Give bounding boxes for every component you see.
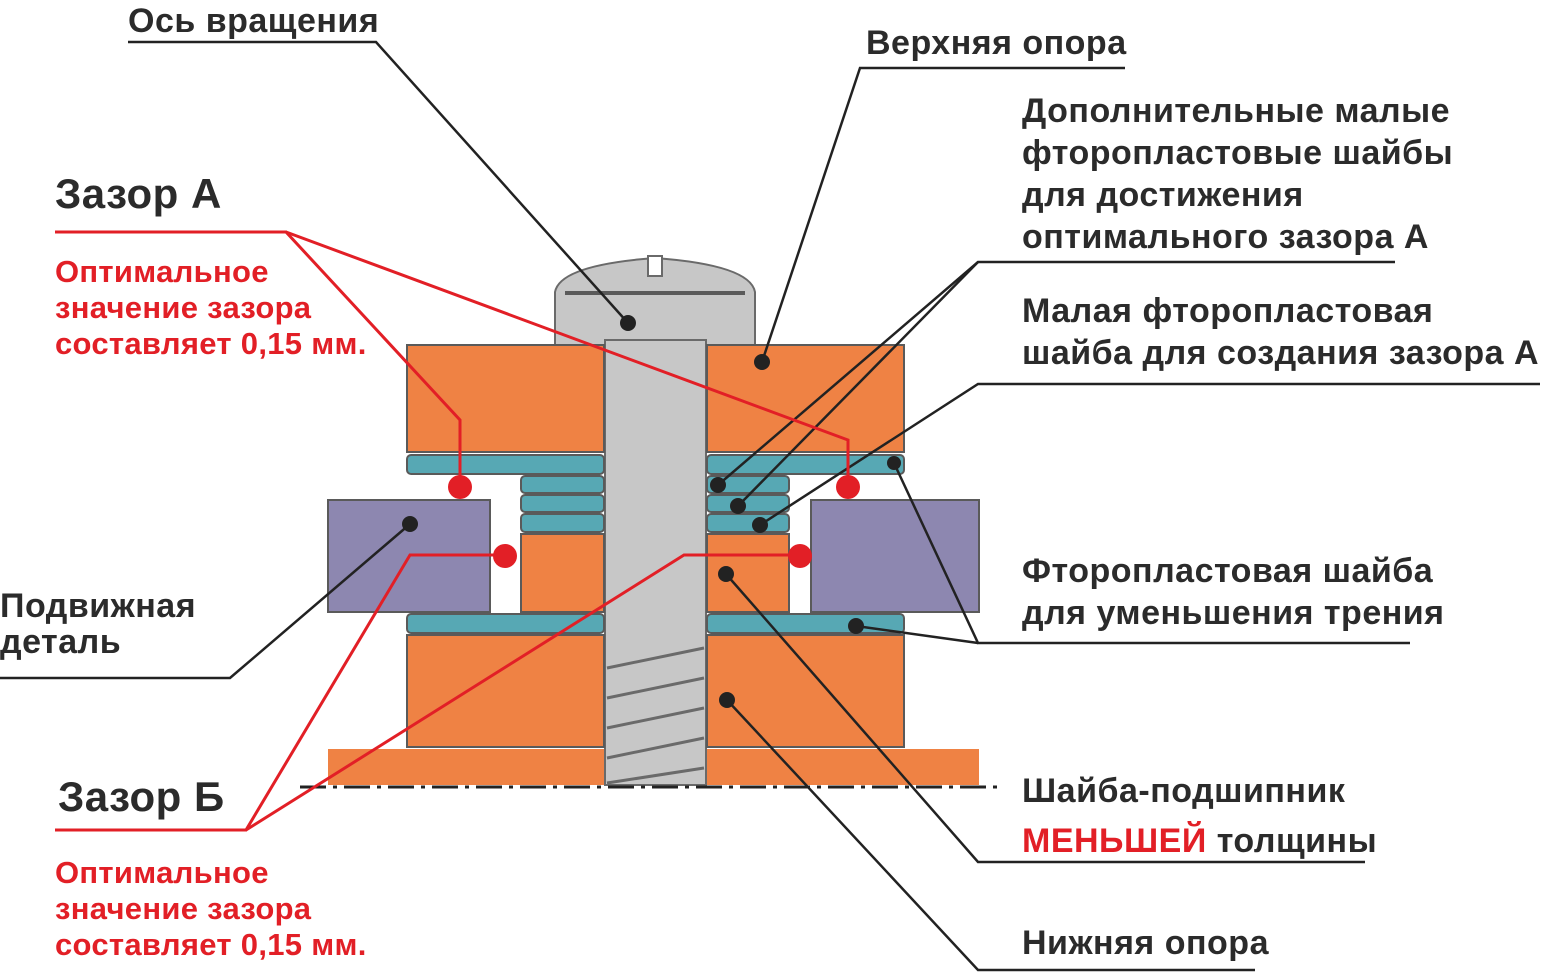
leader-extra-washers-2 <box>737 261 979 507</box>
base-plate-left <box>328 749 604 785</box>
label-gap-b-note: Оптимальное значение зазора составляет 0… <box>55 855 367 963</box>
label-bearing-washer-rest: толщины <box>1206 822 1378 860</box>
leader-axis <box>128 40 629 324</box>
label-gap-a-note-line2: значение зазора <box>55 290 312 325</box>
label-bearing-washer-emphasis: МЕНЬШЕЙ <box>1022 822 1207 860</box>
label-friction-washer: Фторопластовая шайба для уменьшения трен… <box>1022 550 1445 634</box>
leader-dots <box>402 315 901 708</box>
label-small-washer-line1: Малая фторопластовая <box>1022 292 1434 330</box>
leader-upper-support <box>760 66 1125 363</box>
label-extra-washers-line1: Дополнительные малые <box>1022 92 1451 130</box>
label-gap-b-note-line2: значение зазора <box>55 891 312 926</box>
label-bearing-washer-line1: Шайба-подшипник <box>1022 772 1346 810</box>
label-moving-part-line1: Подвижная <box>0 587 197 625</box>
label-moving-part-line2: деталь <box>0 623 122 661</box>
label-upper-support: Верхняя опора <box>866 24 1127 62</box>
friction-washer-left <box>406 613 605 634</box>
bearing-washer-left <box>520 533 605 613</box>
label-extra-washers-line4: оптимального зазора А <box>1022 218 1429 256</box>
base-plate-right <box>707 749 979 785</box>
label-extra-washers: Дополнительные малые фторопластовые шайб… <box>1022 90 1453 258</box>
upper-support-left <box>406 344 605 453</box>
label-friction-washer-line1: Фторопластовая шайба <box>1022 552 1434 590</box>
leader-small-washer <box>759 382 1540 527</box>
label-gap-a: Зазор А <box>55 170 222 217</box>
leader-bearing <box>725 573 1365 864</box>
label-gap-b-note-line3: составляет 0,15 мм. <box>55 927 367 962</box>
gap-dots <box>448 475 860 568</box>
label-bearing-washer: Шайба-подшипник МЕНЬШЕЙ толщины <box>1022 766 1377 866</box>
label-gap-a-note-line3: составляет 0,15 мм. <box>55 326 367 361</box>
label-extra-washers-line3: для достижения <box>1022 176 1304 214</box>
gap-b-leader-1 <box>55 553 505 832</box>
lower-support-left <box>406 634 605 748</box>
gap-a-washer-right <box>706 454 905 475</box>
label-gap-b-note-line1: Оптимальное <box>55 855 269 890</box>
label-gap-a-note-line1: Оптимальное <box>55 254 269 289</box>
bolt-slot <box>647 255 663 277</box>
label-lower-support: Нижняя опора <box>1022 924 1269 962</box>
leader-lower-support <box>726 699 1255 972</box>
bolt-thread <box>606 646 705 785</box>
small-washer-stack-left <box>520 475 605 533</box>
gap-leaders <box>55 230 850 832</box>
moving-part-right <box>810 499 980 613</box>
label-gap-b: Зазор Б <box>58 773 225 820</box>
friction-washer-right <box>706 613 905 634</box>
leader-friction-2 <box>855 624 979 645</box>
label-small-washer: Малая фторопластовая шайба для создания … <box>1022 290 1539 374</box>
gap-a-washer-left <box>406 454 605 475</box>
label-axis: Ось вращения <box>128 2 380 40</box>
lower-support-right <box>706 634 905 748</box>
gap-b-leader-2 <box>245 553 800 832</box>
leader-moving <box>0 523 411 680</box>
label-gap-a-note: Оптимальное значение зазора составляет 0… <box>55 254 367 362</box>
label-friction-washer-line2: для уменьшения трения <box>1022 594 1445 632</box>
gap-a-leader-2 <box>285 230 850 486</box>
leader-lines <box>0 40 1540 972</box>
label-extra-washers-line2: фторопластовые шайбы <box>1022 134 1454 172</box>
label-moving-part: Подвижная деталь <box>0 588 196 660</box>
label-bearing-washer-line2: МЕНЬШЕЙ толщины <box>1022 816 1377 866</box>
gap-a-leader-1 <box>55 230 462 486</box>
label-small-washer-line2: шайба для создания зазора А <box>1022 334 1540 372</box>
